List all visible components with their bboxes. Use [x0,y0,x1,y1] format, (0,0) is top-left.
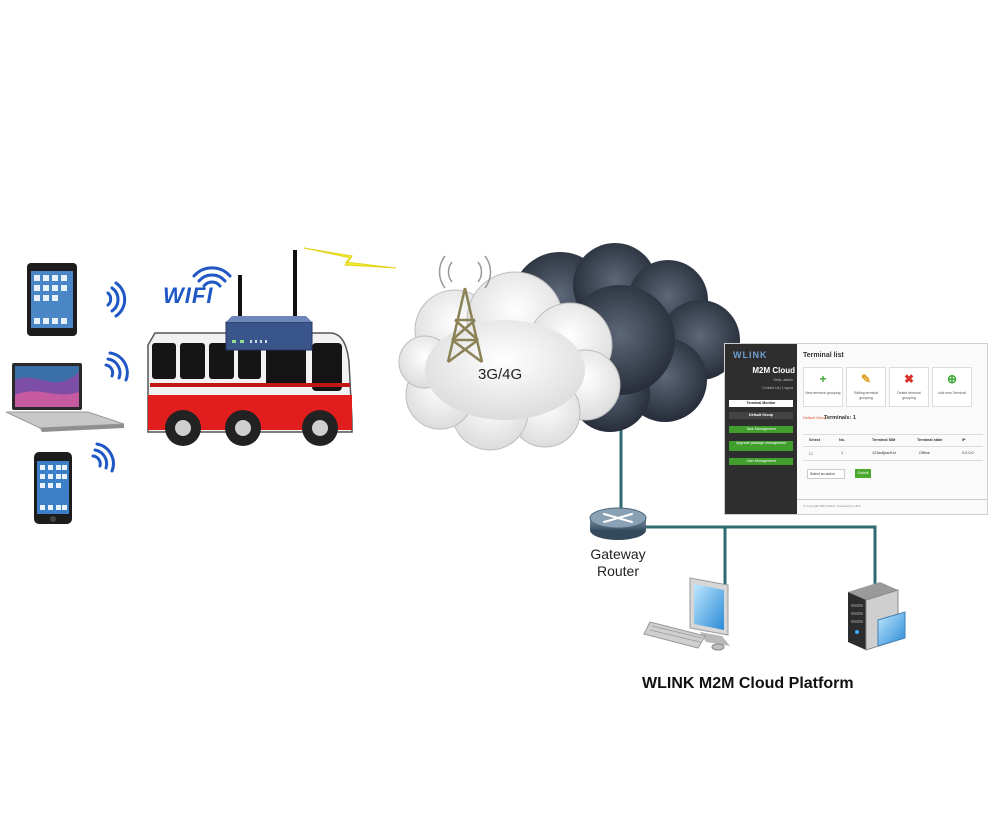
wifi-label: WIFI [163,283,214,308]
phone-icon [34,452,72,524]
wifi-signal-icon [104,351,129,382]
lightning-bolt-icon [303,247,397,269]
router-label-line1: Gateway [590,546,646,562]
tablet-icon [27,263,77,336]
toolbar-caption: New terminal grouping [805,391,841,395]
row-terminal-state: Offline [919,451,930,455]
terminals-count: Terminals: 1 [824,415,856,421]
wifi-signal-icon [91,442,115,473]
row-select: ☐ [809,452,813,456]
col-no: No. [839,438,846,442]
bus-icon [147,332,353,446]
screenshot-sidebar: WLINK M2M Cloud Hello, admin Contact Us … [725,344,797,514]
screenshot-footer: © Copyright 2014 Wlink | Powered by wlin… [803,504,861,508]
col-ip: IP [962,438,966,442]
nav-terminal-monitor: Terminal Monitor [729,400,793,407]
row-no: 1 [841,451,844,455]
col-terminal-sim: Terminal SIM [872,438,896,442]
gateway-router-icon [589,507,647,540]
wifi-signal-icon [106,281,127,318]
table-divider [803,446,983,447]
action-select: Select an action [807,469,845,479]
screenshot-main: Terminal list + New terminal grouping ✎ … [797,344,987,514]
cellular-network-label: 3G/4G [478,366,523,383]
server-icon [848,582,906,651]
add-circle-icon: ⊕ [946,372,958,386]
screenshot-top-links: Contact Us | Logout [762,386,793,390]
toolbar-new-grouping: + New terminal grouping [803,367,843,407]
group-label: Default Group [803,416,827,420]
toolbar-edit-grouping: ✎ Editing terminal grouping [846,367,886,407]
table-divider [803,434,983,435]
toolbar-delete-grouping: ✖ Delete terminal grouping [889,367,929,407]
footer-divider [797,499,987,500]
delete-icon: ✖ [903,372,915,386]
wifi-broadcast-icon [192,266,232,288]
nav-user-management: User Management [729,458,793,465]
screenshot-logo: WLINK [733,350,768,360]
screenshot-greeting: Hello, admin [773,378,793,382]
desktop-computer-icon [643,577,730,651]
pencil-icon: ✎ [860,372,872,386]
table-divider [803,460,983,461]
cell-tower-icon [438,255,492,364]
submit-button: Submit [855,469,871,478]
nav-task-management: Task Management [729,426,793,433]
row-terminal-sim: 123adfjasdf.sf [872,451,896,455]
col-select: Select [809,438,821,442]
toolbar-caption: Add new Terminal [938,391,966,395]
screenshot-page-title: Terminal list [803,352,844,359]
screenshot-brand: M2M Cloud [752,366,795,375]
toolbar-caption: Editing terminal grouping [853,391,879,400]
laptop-icon [5,363,125,432]
router-label-line2: Router [596,563,640,579]
cloud-platform-screenshot: WLINK M2M Cloud Hello, admin Contact Us … [724,343,988,515]
nav-upgrade-package: Upgrade package management [729,441,793,451]
plus-icon: + [819,372,827,386]
gateway-router-label: Gateway Router [576,546,660,580]
toolbar-add-terminal: ⊕ Add new Terminal [932,367,972,407]
row-ip: 0.0.0.0 [962,451,974,455]
router-device-icon [225,250,313,351]
nav-default-group: Default Group [729,412,793,419]
platform-title: WLINK M2M Cloud Platform [642,675,854,692]
toolbar-caption: Delete terminal grouping [897,391,921,400]
col-terminal-state: Terminal state [917,438,943,442]
